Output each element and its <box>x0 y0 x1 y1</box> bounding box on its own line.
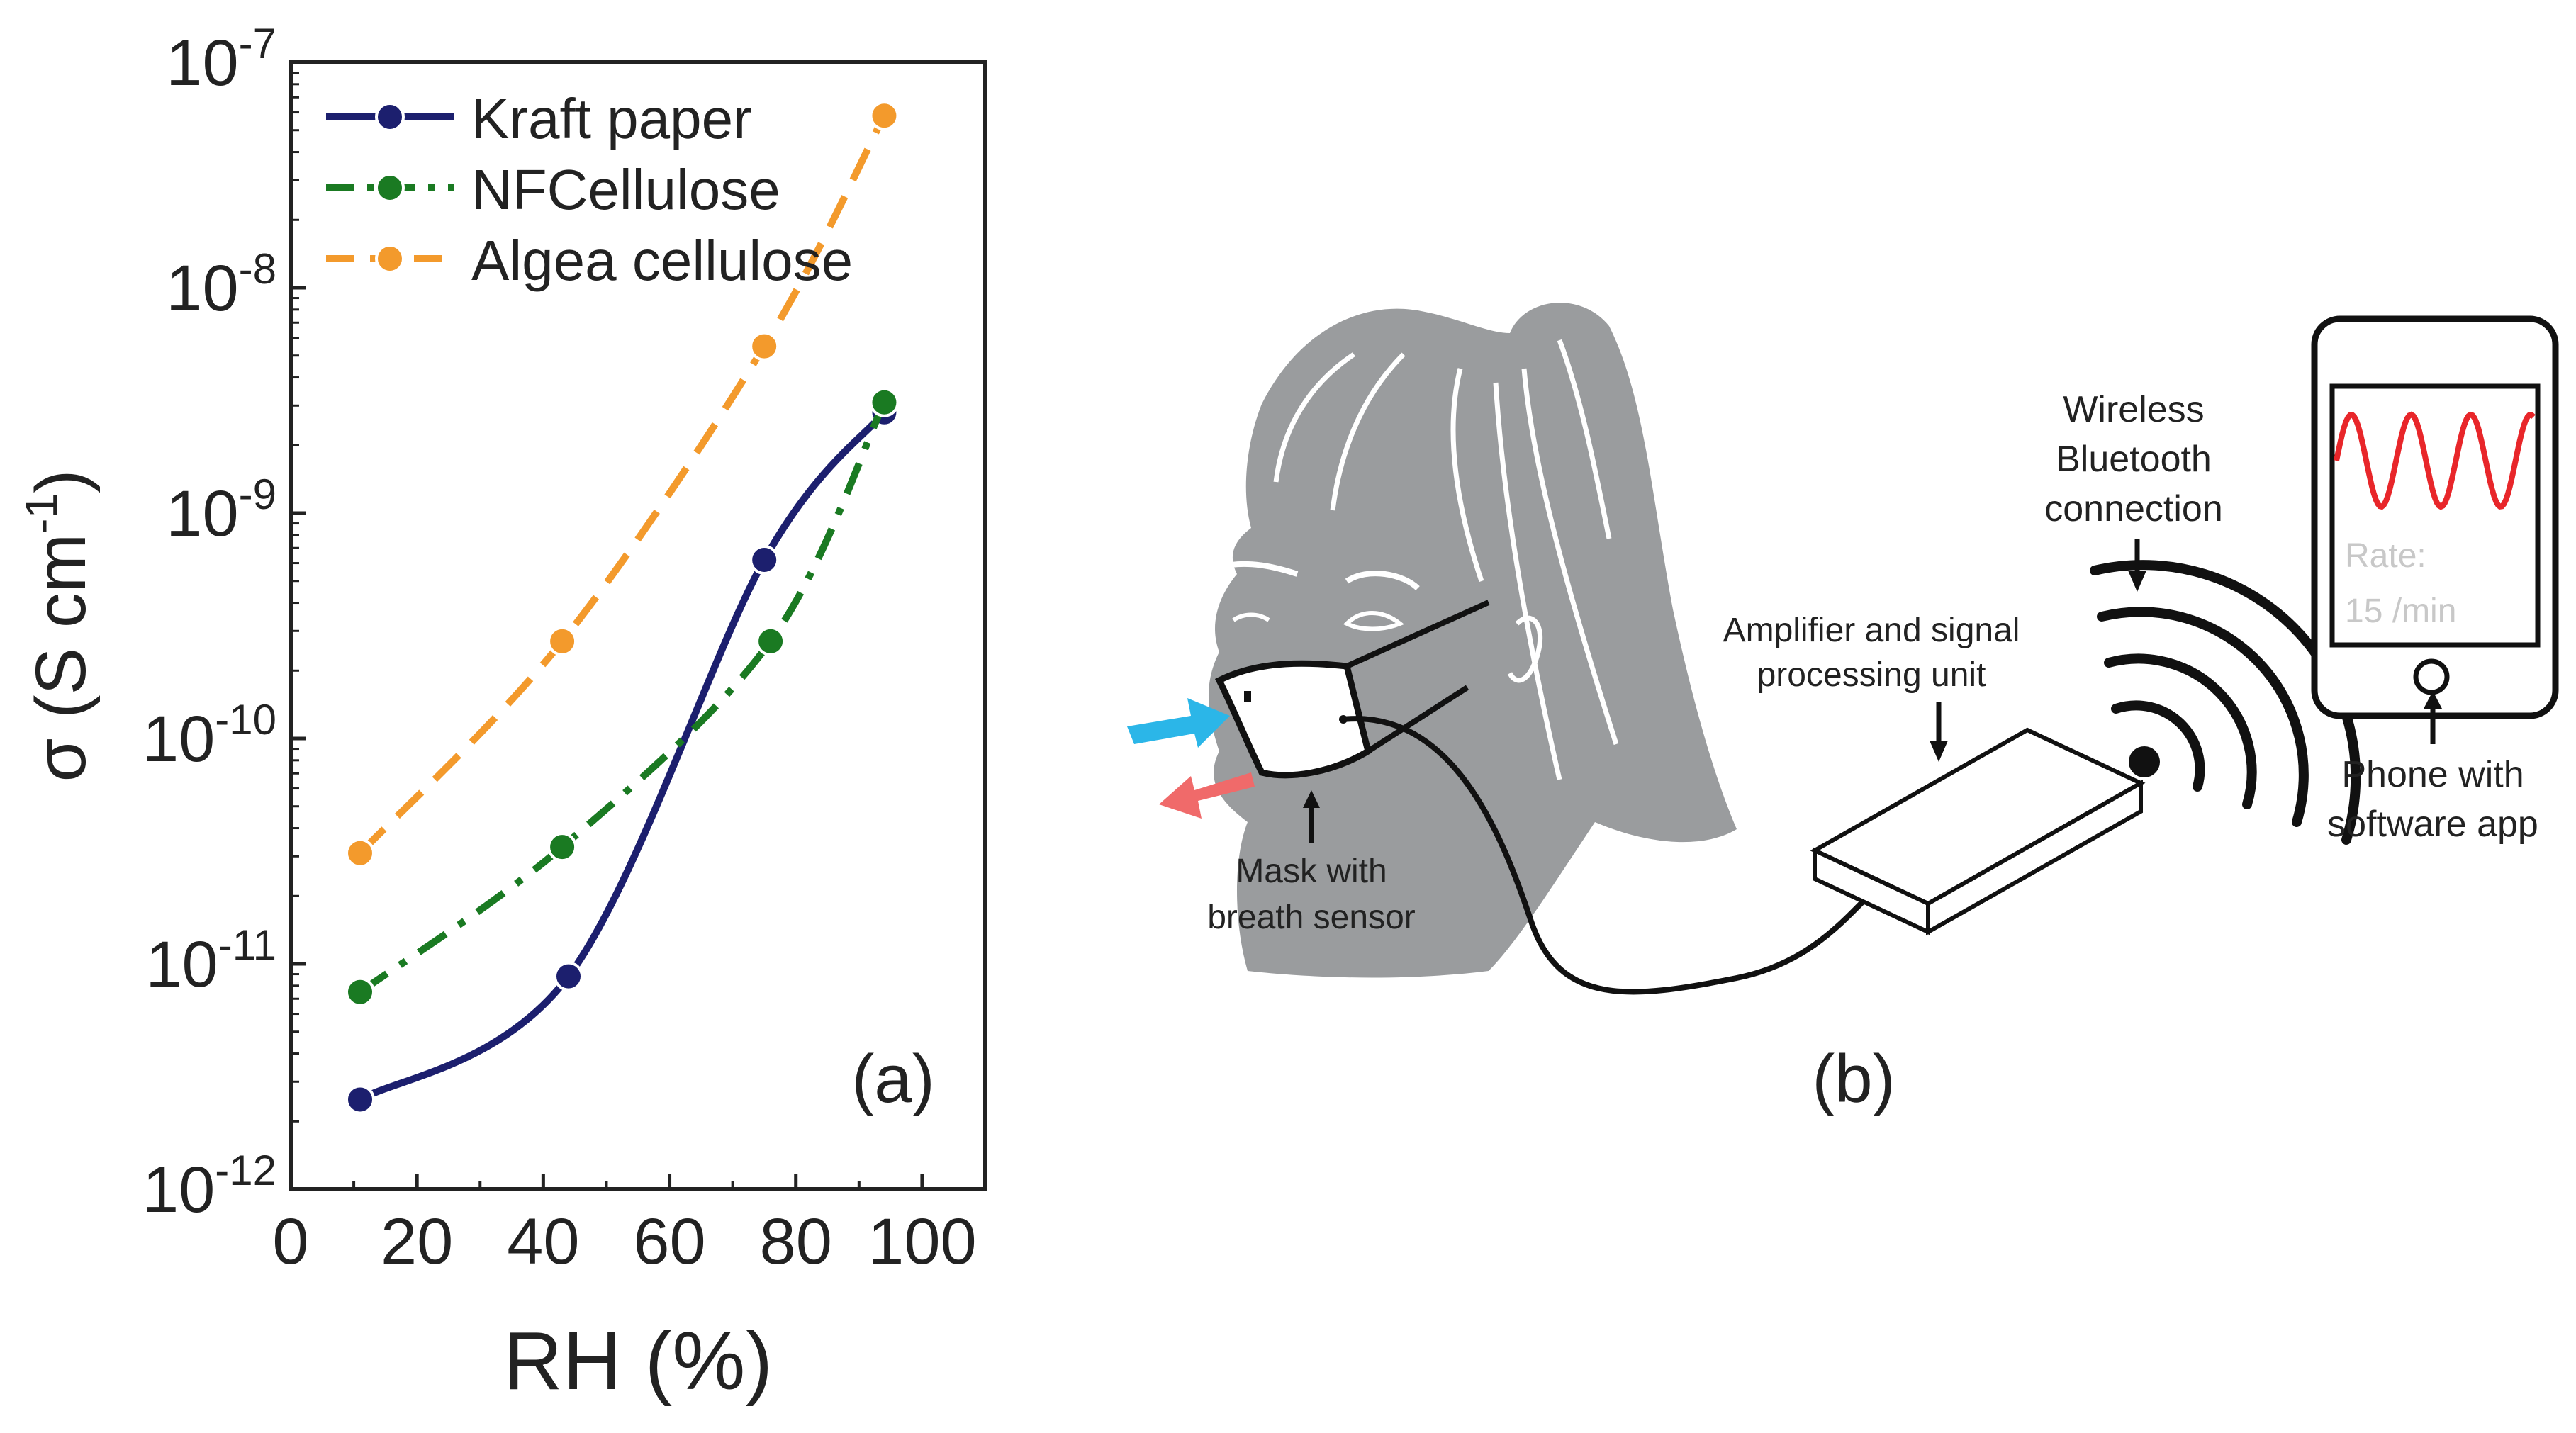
x-axis-ticks: 0 20 40 60 80 100 <box>272 1174 977 1278</box>
mask-strap <box>1345 600 1490 669</box>
series-layer <box>345 101 900 1115</box>
eye <box>1232 612 1270 622</box>
mask-strap <box>1366 685 1469 754</box>
plot-frame <box>289 60 987 1191</box>
y-axis-label-close: ) <box>21 470 101 493</box>
legend-label: Algea cellulose <box>471 229 853 292</box>
amplifier-box <box>1810 727 2160 936</box>
mask <box>1214 600 1490 779</box>
data-point <box>749 331 780 361</box>
y-tick-label: 10-8 <box>166 245 276 325</box>
x-tick-label: 20 <box>381 1206 453 1278</box>
x-tick-label: 40 <box>507 1206 579 1278</box>
data-point <box>547 626 578 656</box>
x-axis-label: RH (%) <box>503 1315 773 1407</box>
rate-value: 15 /min <box>2345 592 2456 630</box>
hair-strand <box>1521 368 1619 746</box>
mask-body <box>1214 660 1372 779</box>
mask-label-line1: Mask with <box>1236 853 1387 890</box>
hair-strand <box>1273 352 1355 483</box>
y-axis-label-main: σ (S cm <box>21 534 101 782</box>
legend-label: Kraft paper <box>471 87 752 150</box>
series-nfcellulose <box>345 387 900 1007</box>
series-kraft-paper <box>345 397 900 1115</box>
y-tick-label: 10-12 <box>142 1147 276 1226</box>
y-axis-label: σ (S cm-1) <box>16 470 101 782</box>
amplifier-label-arrow-head <box>1930 741 1948 762</box>
x-tick-label: 100 <box>868 1206 977 1278</box>
wireless-arc <box>2097 607 2309 827</box>
y-tick-label: 10-9 <box>166 471 276 550</box>
x-tick-label: 60 <box>633 1206 705 1278</box>
legend-label: NFCellulose <box>471 158 780 221</box>
y-tick-label: 10-7 <box>166 20 276 99</box>
series-line <box>357 113 887 856</box>
panel-b-label: (b) <box>1812 1041 1895 1117</box>
phone: Rate: 15 /min <box>2311 315 2559 719</box>
rate-label: Rate: <box>2345 537 2426 575</box>
phone-label-line1: Phone with <box>2341 754 2524 795</box>
panel-a-label: (a) <box>851 1041 934 1117</box>
amplifier-label-line1: Amplifier and signal <box>1723 612 2020 649</box>
inhale-arrow <box>1127 698 1230 748</box>
phone-label-arrow-head <box>2424 691 2442 709</box>
conductivity-chart: 0 20 40 60 80 100 10-12 10-11 10-10 10-9 10-8 10-7… <box>16 20 987 1407</box>
breathing-signal-wave <box>2334 411 2536 510</box>
y-tick-label: 10-10 <box>142 696 276 775</box>
legend-marker <box>375 102 405 132</box>
mask-label-arrow-head <box>1303 790 1320 808</box>
wireless-arc <box>2111 700 2205 792</box>
x-tick-label: 80 <box>760 1206 832 1278</box>
hair-strand <box>1493 382 1562 780</box>
data-point <box>869 101 900 131</box>
sensor-cable <box>1343 716 1874 995</box>
phone-home-button <box>2413 658 2450 695</box>
eye <box>1343 611 1404 631</box>
ear <box>1507 615 1543 683</box>
y-axis-ticks: 10-12 10-11 10-10 10-9 10-8 10-7 <box>142 20 306 1226</box>
wireless-label-line3: connection <box>2044 488 2223 529</box>
breath-monitor-diagram: Mask with breath sensor Amplifier and si… <box>1127 303 2559 1117</box>
y-axis-label-sup: -1 <box>16 493 67 534</box>
eyebrow <box>1219 561 1299 577</box>
data-point <box>869 387 900 417</box>
phone-screen <box>2329 383 2541 648</box>
legend-marker <box>375 173 405 203</box>
data-point <box>547 832 578 862</box>
data-point <box>554 961 583 991</box>
bluetooth-emitter <box>2129 746 2160 777</box>
data-point <box>749 545 780 575</box>
wireless-arc <box>2104 653 2257 809</box>
mask-label-line2: breath sensor <box>1207 899 1416 936</box>
hair-strand <box>1450 368 1484 583</box>
data-point <box>345 977 375 1007</box>
wireless-arc <box>2090 560 2361 845</box>
series-algea-cellulose <box>345 101 900 868</box>
y-tick-label: 10-11 <box>145 921 276 1001</box>
x-tick-label: 0 <box>272 1206 308 1278</box>
hair-strand <box>1330 352 1406 511</box>
eyebrow <box>1345 571 1420 591</box>
phone-label-line2: software app <box>2327 804 2538 845</box>
wireless-label-line1: Wireless <box>2063 389 2204 430</box>
series-line <box>358 410 887 1103</box>
series-line <box>358 400 887 995</box>
legend-marker <box>375 244 405 274</box>
amplifier-front <box>1926 779 2143 936</box>
data-point <box>756 626 786 656</box>
wireless-signal-icon <box>2090 560 2361 845</box>
head-silhouette <box>1209 303 1737 978</box>
data-point <box>345 1084 375 1115</box>
hair-strand <box>1557 339 1612 539</box>
wireless-label-line2: Bluetooth <box>2056 439 2212 480</box>
wireless-label-arrow-head <box>2128 571 2146 592</box>
data-point <box>345 838 375 868</box>
amplifier-label-line2: processing unit <box>1757 656 1986 694</box>
exhale-arrow <box>1159 772 1255 819</box>
